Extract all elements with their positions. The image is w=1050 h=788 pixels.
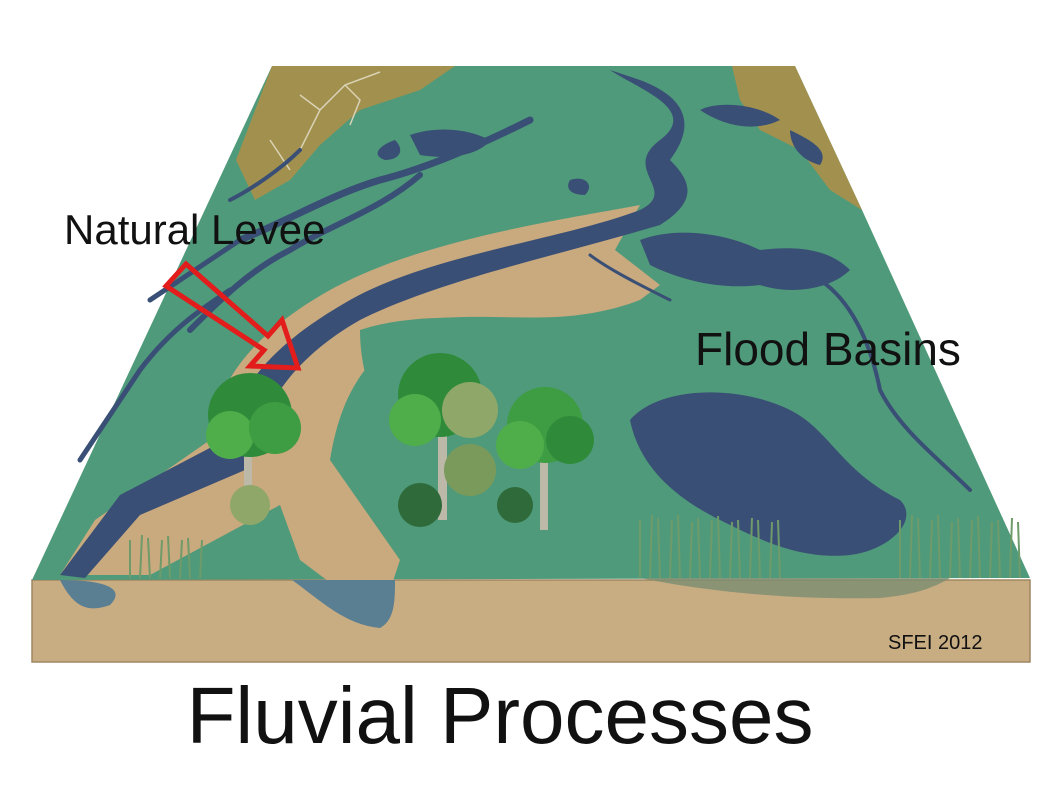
- reed-icon: [129, 514, 1021, 579]
- arrow-icon: [162, 260, 302, 371]
- tree-icon: [496, 387, 594, 530]
- tree-icon: [389, 353, 498, 527]
- natural-levee-label: Natural Levee: [64, 206, 326, 253]
- channel-cross-section: [60, 580, 116, 609]
- upland-hill-left: [236, 66, 455, 200]
- basin-cross-section: [640, 578, 950, 599]
- credit-label: SFEI 2012: [888, 632, 983, 654]
- main-channel-cross-section: [292, 580, 395, 628]
- tree-icon: [206, 373, 301, 525]
- upland-streams: [269, 71, 381, 171]
- page-title: Fluvial Processes: [186, 671, 814, 760]
- natural-levee-band: [60, 205, 660, 620]
- flood-basins-label: Flood Basins: [695, 323, 961, 375]
